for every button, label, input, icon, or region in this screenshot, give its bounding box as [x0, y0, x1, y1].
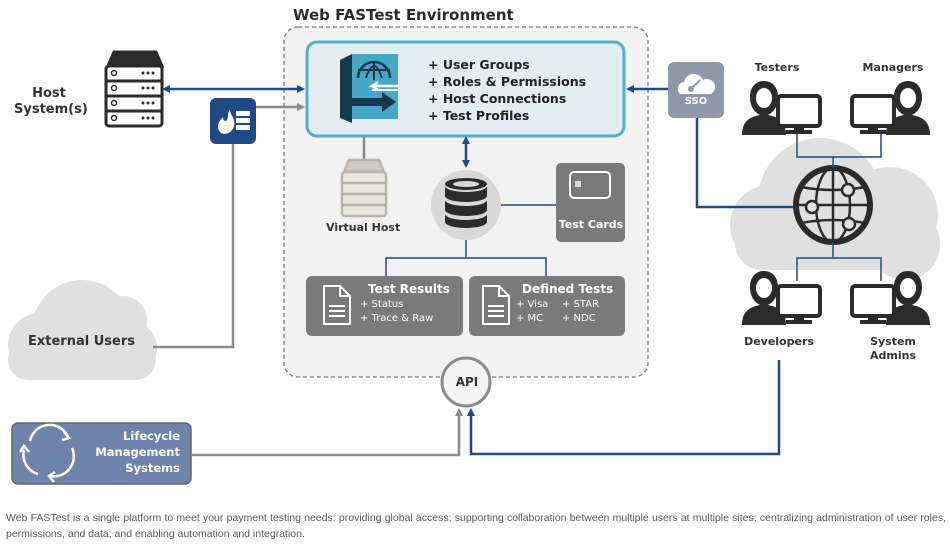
api-label: API	[455, 375, 479, 389]
defined-test-item: + Visa	[516, 299, 549, 310]
cloud-key-icon	[677, 73, 716, 94]
network-bottom-connector	[796, 257, 882, 281]
environment-title: Web FASTest Environment	[293, 6, 514, 24]
host-server-icon	[104, 50, 165, 128]
lifecycle-line3: Systems	[125, 461, 180, 475]
cycle-icon	[18, 423, 76, 483]
admin-feature-item: + Host Connections	[428, 91, 567, 106]
firewall-external-connector	[153, 144, 235, 349]
lifecycle-line1: Lifecycle	[123, 429, 180, 443]
lifecycle-label: Lifecycle Management Systems	[80, 428, 180, 476]
document-icon	[323, 285, 351, 325]
defined-test-item: + NDC	[562, 313, 596, 324]
system-admins-label: System Admins	[858, 335, 928, 363]
network-globe-icon	[793, 165, 873, 245]
admin-feature-item: + Test Profiles	[428, 108, 530, 123]
test-cards-label: Test Cards	[558, 218, 624, 231]
system-admins-line1: System	[870, 335, 916, 348]
database-icon	[431, 170, 501, 240]
admin-feature-item: + Roles & Permissions	[428, 74, 587, 89]
defined-tests-text: Defined Tests + Visa + STAR + MC + NDC	[516, 282, 613, 326]
test-results-title: Test Results	[368, 282, 450, 296]
defined-tests-grid: + Visa + STAR + MC + NDC	[516, 298, 613, 326]
admin-feature-item: + User Groups	[428, 57, 530, 72]
managers-label: Managers	[862, 61, 924, 74]
external-users-label: External Users	[28, 334, 135, 349]
test-results-item: + Status	[360, 299, 404, 310]
firewall-icon	[210, 98, 256, 144]
web-fastest-logo-icon	[340, 54, 398, 123]
user-network-cloud	[730, 138, 940, 280]
sso-label: SSO	[684, 96, 708, 107]
lifecycle-box[interactable]	[11, 422, 192, 485]
test-card-icon	[569, 171, 611, 199]
defined-test-item: + STAR	[562, 299, 600, 310]
manager-user-icon	[850, 81, 930, 135]
developers-api-connector	[467, 360, 781, 456]
lifecycle-line2: Management	[95, 445, 180, 459]
tester-user-icon	[742, 81, 822, 135]
host-label-line1: Host	[32, 86, 66, 101]
test-results-item: + Trace & Raw	[360, 313, 434, 324]
sso-network-connector	[695, 118, 794, 209]
database-branch-connector	[385, 257, 547, 276]
system-admins-line2: Admins	[870, 349, 916, 362]
defined-test-item: + MC	[516, 313, 544, 324]
system-admin-user-icon	[850, 271, 930, 325]
virtual-host-label: Virtual Host	[326, 221, 401, 234]
admin-feature-list: + User Groups + Roles & Permissions + Ho…	[428, 56, 586, 124]
test-results-text: Test Results + Status + Trace & Raw	[360, 282, 450, 326]
developers-label: Developers	[744, 335, 814, 348]
defined-tests-title: Defined Tests	[522, 282, 614, 296]
virtual-host-icon	[340, 158, 388, 218]
network-top-connector	[796, 133, 882, 158]
document-icon	[482, 285, 510, 325]
card-chip-icon	[575, 181, 581, 187]
testers-label: Testers	[754, 61, 800, 74]
diagram-caption: Web FASTest is a single platform to meet…	[6, 512, 946, 540]
developer-user-icon	[742, 271, 822, 325]
test-cards-box[interactable]	[556, 163, 625, 242]
host-label: Host System(s)	[14, 86, 88, 118]
lifecycle-api-connector	[192, 408, 463, 457]
host-label-line2: System(s)	[14, 102, 88, 117]
api-node[interactable]	[440, 356, 492, 408]
external-users-cloud	[8, 280, 157, 380]
